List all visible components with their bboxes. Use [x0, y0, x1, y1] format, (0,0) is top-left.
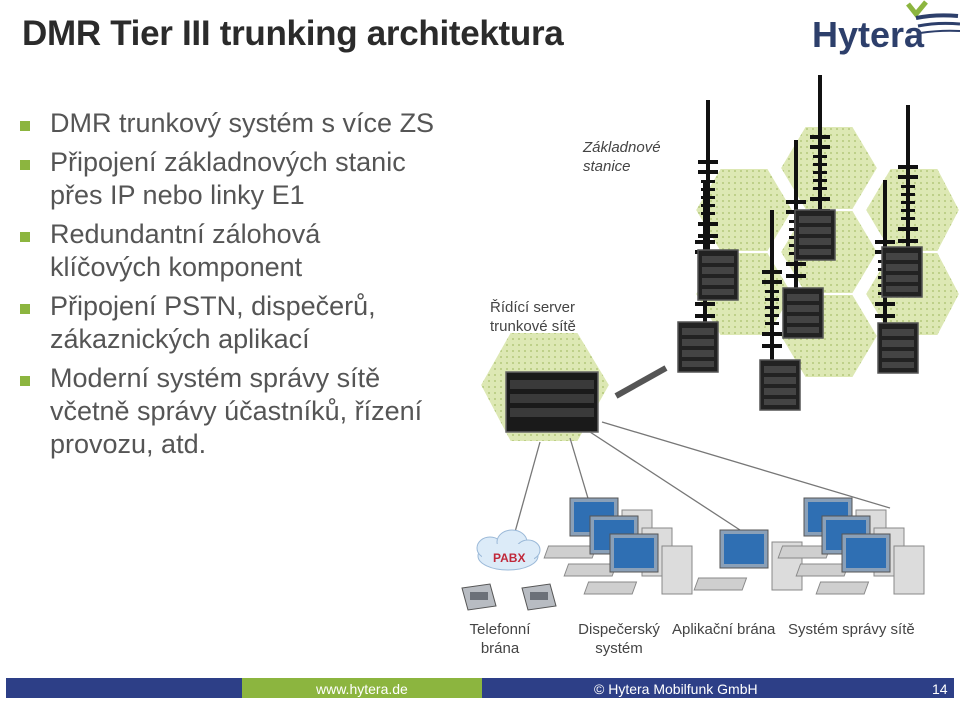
page-number: 14 — [932, 681, 948, 697]
footer: www.hytera.de © Hytera Mobilfunk GmbH 14 — [0, 676, 960, 701]
nms-label: Systém správy sítě — [788, 621, 915, 638]
bullet-item: Moderní systém správy sítě včetně správy… — [18, 362, 468, 461]
footer-website[interactable]: www.hytera.de — [316, 681, 408, 697]
telephone-icon — [521, 583, 557, 611]
hytera-logo: Hytera — [808, 0, 960, 64]
bullet-list: DMR trunkový systém s více ZS Připojení … — [18, 107, 468, 467]
logo-swoosh-icon — [906, 0, 960, 34]
app-gateway-label: Aplikační brána — [672, 621, 776, 638]
base-stations-label: Základnové stanice — [583, 139, 661, 175]
slide-title: DMR Tier III trunking architektura — [22, 14, 564, 53]
logo-text: Hytera — [812, 14, 925, 55]
footer-copyright: © Hytera Mobilfunk GmbH — [594, 681, 758, 697]
architecture-diagram: Základnové stanice Řídící server trunkov… — [450, 60, 960, 670]
server-label: Řídící server trunkové sítě — [490, 299, 576, 335]
footer-bar-right — [482, 678, 954, 698]
app-gateway-pc-icon — [693, 529, 803, 591]
bullet-item: Připojení PSTN, dispečerů, zákaznických … — [18, 290, 468, 356]
dispatcher-label: Dispečerský systém — [578, 621, 660, 657]
pabx-label: PABX — [493, 551, 526, 565]
bullet-item: Redundantní zálohová klíčových komponent — [18, 218, 468, 284]
telephone-icon — [461, 583, 497, 611]
network-drawing — [461, 73, 960, 611]
footer-bar-middle — [242, 678, 482, 698]
pabx-cloud-icon — [476, 529, 541, 571]
bullet-item: DMR trunkový systém s více ZS — [18, 107, 468, 140]
bullet-item: Připojení základnových stanic přes IP ne… — [18, 146, 468, 212]
footer-bar-left — [6, 678, 242, 698]
telephone-gateway-label: Telefonní brána — [469, 621, 531, 657]
